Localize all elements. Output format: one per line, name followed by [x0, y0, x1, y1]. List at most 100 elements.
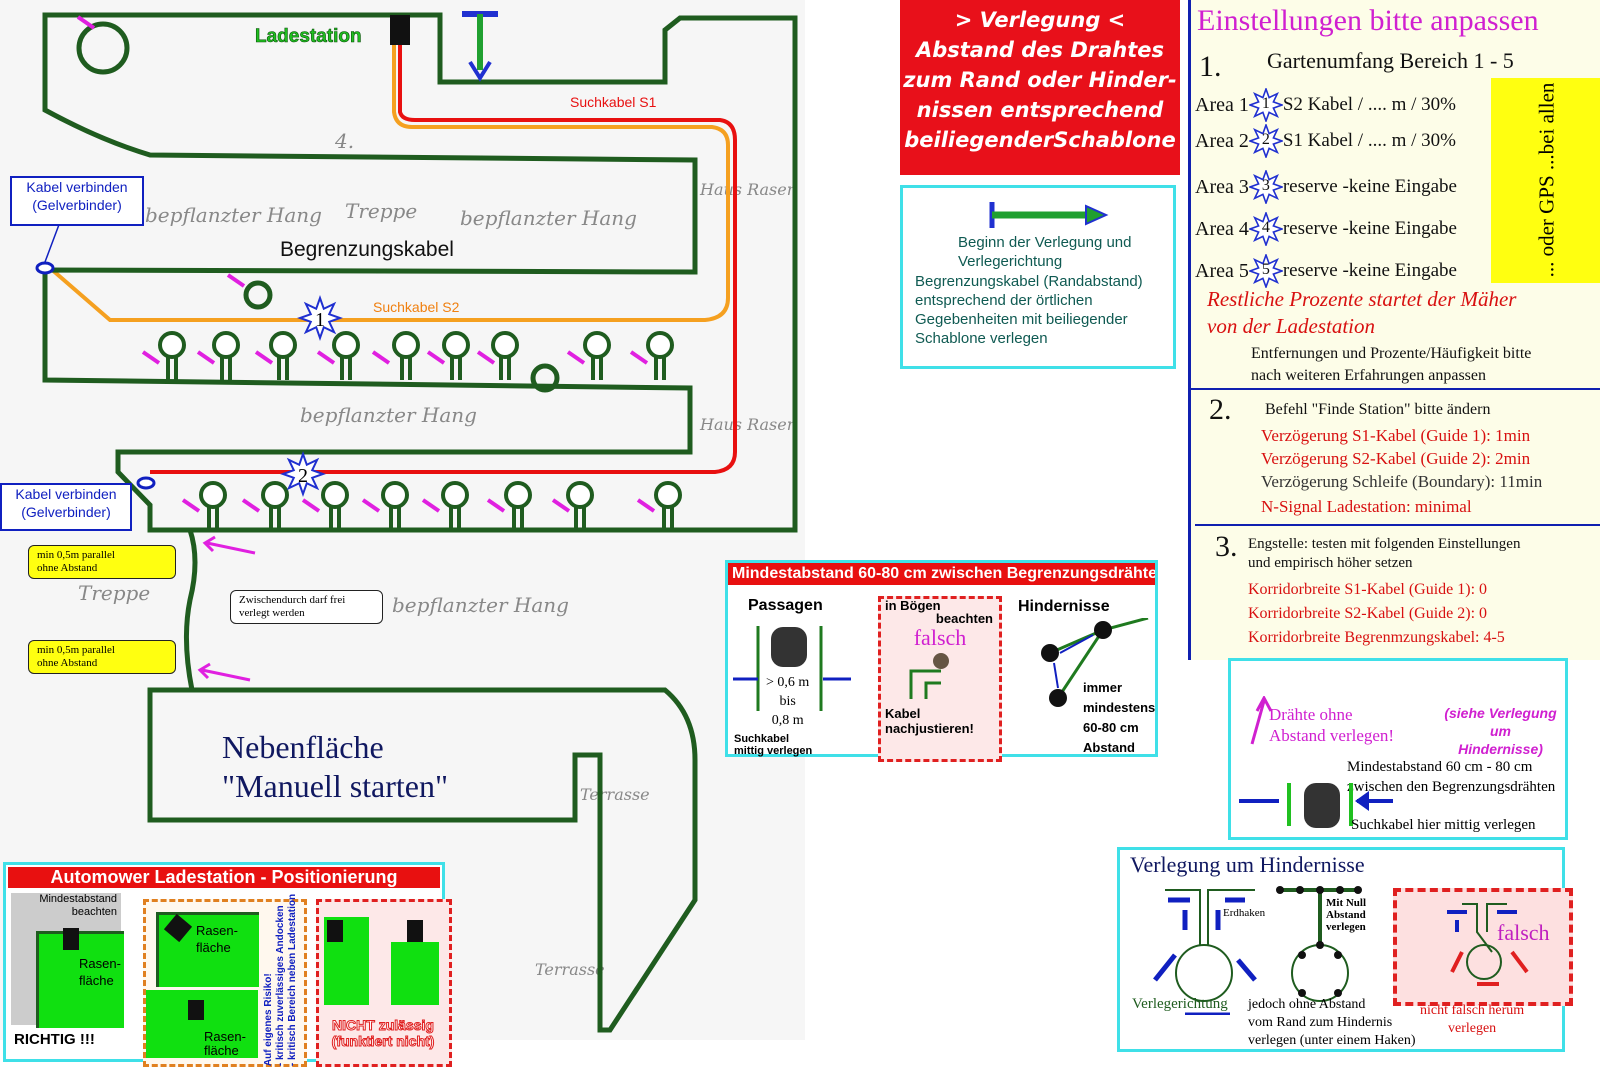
find-station-settings: Verzögerung S1-Kabel (Guide 1): 1min Ver… — [1261, 424, 1542, 518]
station-icon — [188, 1000, 204, 1020]
passagen-label: Passagen — [748, 597, 823, 614]
obstacle-loop — [654, 481, 682, 509]
lawn-label: Rasen-fläche — [204, 1030, 246, 1058]
obstacle-loop — [646, 331, 674, 359]
obstacle-loop-stem — [329, 506, 341, 530]
callout-line: (Gelverbinder) — [32, 197, 122, 213]
setting-line: Korridorbreite S1-Kabel (Guide 1): 0 — [1248, 581, 1488, 598]
guide-note: Suchkabel hier mittig verlegen — [1351, 817, 1536, 833]
note-line: Suchkabel — [734, 733, 790, 745]
start-title: Beginn der Verlegung und Verlegerichtung — [958, 234, 1132, 270]
obstacle-loop — [441, 481, 469, 509]
area-text: reserve -keine Eingabe — [1282, 176, 1457, 197]
obstacle-loop — [504, 481, 532, 509]
sketch-label: Treppe — [345, 199, 417, 223]
text-line: - kritisch Bereich neben Ladestation — [287, 893, 298, 1067]
corridor-settings: Korridorbreite S1-Kabel (Guide 1): 0 Korr… — [1248, 578, 1505, 650]
obstacle-loop-stem — [574, 506, 586, 530]
secondary-area-subtitle: "Manuell starten" — [222, 768, 448, 804]
curve-icon — [909, 653, 949, 699]
zero-distance-arrow-icon — [181, 498, 201, 513]
area-label: Area 3 — [1195, 175, 1249, 198]
laying-line: nissen entsprechend — [916, 98, 1164, 122]
zero-distance-arrow-icon — [476, 350, 496, 365]
sketch-label: Treppe — [78, 581, 150, 605]
connector-pointer — [44, 221, 61, 263]
area-label: Area 5 — [1195, 259, 1249, 282]
s1-label: Suchkabel S1 — [570, 94, 657, 110]
zero-distance-arrow-icon — [361, 498, 381, 513]
sketch-label: 4. — [334, 129, 354, 153]
text-line: (siehe Verlegung um — [1444, 705, 1557, 739]
station-position-panel: Automower Ladestation - Positionierung M… — [3, 862, 452, 1067]
obstacle-loop-stem — [340, 356, 352, 380]
zero-distance-arrow-icon — [486, 498, 506, 513]
dim-line: bis — [779, 694, 796, 709]
obstacle-loop — [321, 481, 349, 509]
risk-example: Rasen-fläche Rasen-fläche Auf eigenes Ri… — [143, 894, 307, 1067]
zero-distance-arrow-icon — [566, 350, 586, 365]
section-heading: Engstelle: testen mit folgenden Einstell… — [1248, 535, 1520, 573]
note-line: min 0,5m parallel — [37, 644, 115, 656]
gps-text: ... oder GPS ...bei allen — [1534, 82, 1559, 278]
setting-line: Korridorbreite S2-Kabel (Guide 2): 0 — [1248, 605, 1488, 622]
not-allowed-example: NICHT zulässig(funktiert nicht) — [316, 899, 452, 1067]
zero-distance-arrow-icon — [226, 273, 246, 288]
start-arrow-icon — [989, 202, 1109, 228]
secondary-area-title: Nebenfläche — [222, 729, 384, 765]
text-line: beachten — [71, 906, 117, 918]
obstacle-loop-stem — [220, 356, 232, 380]
note-line: nach weiteren Erfahrungen anpassen — [1251, 367, 1486, 384]
obstacle-loop — [332, 331, 360, 359]
sketch-label: Haus Rasen — [699, 180, 797, 199]
heading-line: Engstelle: testen mit folgenden Einstell… — [1248, 536, 1521, 552]
obstacle-loop-stem — [277, 356, 289, 380]
obstacle-loop — [442, 331, 470, 359]
text-line: vom Rand zum Hindernis — [1248, 1015, 1393, 1030]
setting-line: Korridorbreite Begrenmzungskabel: 4-5 — [1248, 629, 1505, 646]
guide-wire-s1 — [150, 45, 737, 474]
area-star-2: 2 — [279, 450, 327, 498]
text-line: Abstand — [1326, 909, 1366, 921]
obstacles-icon — [1041, 618, 1149, 707]
guide-wire-s2 — [48, 45, 730, 322]
wrong-example-box: falsch — [1393, 888, 1573, 1006]
sketch-labels: bepflanzter Hang Treppe bepflanzter Hang… — [78, 129, 797, 979]
callout-line: (Gelverbinder) — [21, 504, 111, 520]
dim-line: 0,8 m — [771, 713, 804, 728]
mower-between-wires-icon — [1239, 783, 1353, 828]
area-label: Area 4 — [1195, 217, 1249, 240]
obstacle-loop-diagram — [1153, 886, 1362, 1015]
area-star-1: 1 — [296, 294, 344, 342]
wrong-loop-icon — [1447, 903, 1529, 986]
obstacle-loop-stem — [166, 356, 178, 380]
text-line: verlegen — [1447, 1021, 1497, 1036]
obstacle-loop-stem — [207, 506, 219, 530]
note-line: 60-80 cm — [1083, 720, 1139, 735]
setting-line: N-Signal Ladestation: minimal — [1261, 497, 1472, 516]
text-line: jedoch ohne Abstand — [1248, 997, 1366, 1012]
area-star-icon: 3 — [1247, 168, 1285, 206]
area-text: S1 Kabel / .... m / 30% — [1282, 130, 1456, 151]
area-star-number: 2 — [1261, 131, 1270, 148]
boundary-label: Begrenzungskabel — [280, 238, 454, 261]
area-star-number: 3 — [1261, 177, 1270, 194]
sketch-label: Haus Rasen — [699, 415, 797, 434]
sketch-label: bepflanzter Hang — [145, 203, 322, 227]
zero-distance-arrow-icon — [141, 350, 161, 365]
obstacle-loop — [566, 481, 594, 509]
sketch-label: bepflanzter Hang — [460, 206, 637, 230]
setting-line: Verzögerung Schleife (Boundary): 11min — [1261, 472, 1543, 491]
wrong-label: falsch — [1497, 920, 1550, 945]
obstacles-title: Verlegung um Hindernisse — [1130, 852, 1365, 877]
text-line: fläche — [196, 940, 231, 955]
star-1-number: 1 — [315, 309, 325, 331]
